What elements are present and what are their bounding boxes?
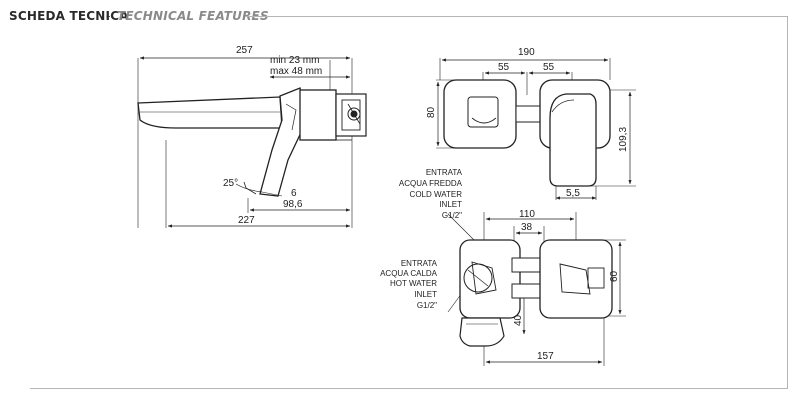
body-dim-height: 60 xyxy=(609,270,620,282)
front-handle xyxy=(549,93,597,187)
hot-label-line-3: HOT WATER xyxy=(390,279,437,288)
header: SCHEDA TECNICA - TECHNICAL FEATURES xyxy=(0,0,800,34)
cold-label-line-5: G1/2" xyxy=(442,211,462,220)
frame-bottom-border xyxy=(30,388,788,389)
dim-angle: 25° xyxy=(223,178,238,189)
cold-label-line-3: COLD WATER xyxy=(410,190,463,199)
body-dim-inner: 38 xyxy=(521,222,533,233)
body-lower-part xyxy=(459,317,505,347)
body-dim-offset: 40 xyxy=(513,314,524,326)
dim-wall-min: min 23 mm xyxy=(270,55,319,66)
dim-wall-max: max 48 mm xyxy=(270,66,322,77)
spout-shape xyxy=(137,96,283,129)
body-left-box xyxy=(459,239,521,319)
title-separator: - xyxy=(106,9,111,23)
front-dim-handle-depth: 5,5 xyxy=(566,188,580,199)
frame-right-border xyxy=(787,16,788,388)
header-divider xyxy=(246,16,788,17)
wall-plate xyxy=(299,89,337,141)
body-view xyxy=(447,212,626,366)
dim-total-top: 257 xyxy=(236,45,253,56)
hot-label-line-5: G1/2" xyxy=(417,301,437,310)
hot-label-line-2: ACQUA CALDA xyxy=(380,269,438,278)
front-view xyxy=(436,58,636,200)
body-dim-total: 157 xyxy=(537,351,554,362)
cold-label-line-1: ENTRATA xyxy=(426,168,463,177)
front-dim-plate-height: 80 xyxy=(426,106,437,118)
front-left-plate xyxy=(443,79,517,149)
dim-total-bottom: 227 xyxy=(238,215,255,226)
page-title: SCHEDA TECNICA xyxy=(9,9,129,23)
page-subtitle: TECHNICAL FEATURES xyxy=(117,9,269,23)
side-view xyxy=(137,56,367,228)
dim-spout-height: 6 xyxy=(291,188,297,199)
body-right-box xyxy=(539,239,613,319)
front-dim-right-half: 55 xyxy=(543,62,555,73)
angle-arc xyxy=(235,183,263,193)
cold-label-line-4: INLET xyxy=(439,200,462,209)
front-dim-width: 190 xyxy=(518,47,535,58)
front-dim-handle-height: 109,3 xyxy=(618,127,629,152)
hot-label-line-1: ENTRATA xyxy=(401,259,438,268)
hot-label-line-4: INLET xyxy=(414,290,437,299)
front-dim-left-half: 55 xyxy=(498,62,510,73)
body-dim-width: 110 xyxy=(519,209,535,220)
dim-spout-reach: 98,6 xyxy=(283,199,303,210)
cold-label-line-2: ACQUA FREDDA xyxy=(399,179,463,188)
